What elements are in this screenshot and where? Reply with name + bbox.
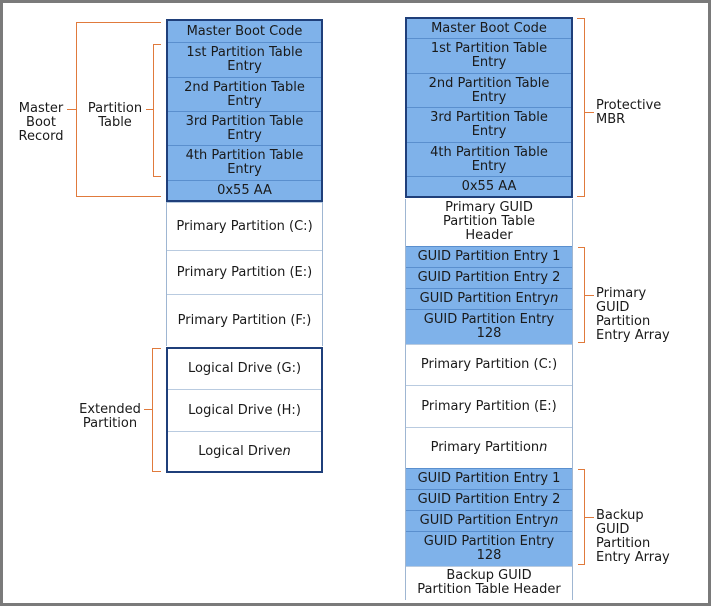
partition-table-bracket	[153, 44, 161, 177]
extended-partition-bracket	[152, 348, 161, 472]
primary-gpt-header: Primary GUID Partition Table Header	[406, 199, 572, 245]
backup-entry-array-tick	[585, 517, 594, 518]
partition-table-tick	[146, 109, 154, 110]
primary-guid-entry-2: GUID Partition Entry 2	[406, 267, 572, 288]
left-logical-n-italic: n	[282, 444, 291, 459]
left-logical-drive-h: Logical Drive (H:)	[167, 389, 322, 431]
backup-gpt-header: Backup GUID Partition Table Header	[406, 566, 572, 599]
left-master-boot-code: Master Boot Code	[167, 20, 322, 42]
primary-entry-array-bracket	[578, 247, 585, 343]
left-partition-entry-3: 3rd Partition Table Entry	[167, 111, 322, 145]
right-master-boot-code: Master Boot Code	[406, 18, 572, 38]
primary-guid-entry-128: GUID Partition Entry 128	[406, 309, 572, 344]
left-partition-entry-2: 2nd Partition Table Entry	[167, 77, 322, 111]
left-primary-partition-c: Primary Partition (C:)	[167, 202, 322, 250]
backup-guid-entry-n-text: GUID Partition Entry	[419, 513, 551, 528]
left-logical-drive-n: Logical Drive n	[167, 431, 322, 472]
backup-entry-array-bracket	[578, 469, 585, 565]
right-primary-partition-e: Primary Partition (E:)	[406, 385, 572, 427]
left-boot-signature: 0x55 AA	[167, 180, 322, 201]
left-logical-drive-g: Logical Drive (G:)	[167, 348, 322, 389]
extended-partition-tick	[144, 409, 153, 410]
right-primary-partition-c: Primary Partition (C:)	[406, 344, 572, 385]
left-partition-entry-4: 4th Partition Table Entry	[167, 145, 322, 180]
master-boot-record-tick	[67, 109, 77, 110]
right-primary-partition-n-text: Primary Partition	[430, 440, 540, 455]
right-partition-entry-3: 3rd Partition Table Entry	[406, 107, 572, 142]
left-primary-partition-e: Primary Partition (E:)	[167, 250, 322, 294]
left-partition-entry-1: 1st Partition Table Entry	[167, 42, 322, 77]
right-primary-partition-n: Primary Partition n	[406, 427, 572, 468]
backup-guid-entry-1: GUID Partition Entry 1	[406, 468, 572, 489]
protective-mbr-bracket	[577, 18, 585, 197]
primary-guid-entry-n-italic: n	[550, 291, 559, 306]
protective-mbr-tick	[585, 112, 594, 113]
left-primary-partition-f: Primary Partition (F:)	[167, 294, 322, 346]
primary-guid-entry-1: GUID Partition Entry 1	[406, 246, 572, 267]
right-primary-partition-n-italic: n	[539, 440, 548, 455]
backup-entry-array-label: Backup GUID Partition Entry Array	[596, 508, 670, 565]
partition-table-label: Partition Table	[87, 101, 143, 130]
left-logical-drive-n-text: Logical Drive	[198, 444, 283, 459]
right-partition-entry-4: 4th Partition Table Entry	[406, 142, 572, 176]
primary-entry-array-label: Primary GUID Partition Entry Array	[596, 286, 670, 343]
master-boot-record-label: Master Boot Record	[18, 101, 64, 144]
backup-guid-entry-128: GUID Partition Entry 128	[406, 531, 572, 566]
primary-entry-array-tick	[585, 295, 594, 296]
primary-guid-entry-n: GUID Partition Entry n	[406, 288, 572, 309]
right-partition-entry-2: 2nd Partition Table Entry	[406, 73, 572, 107]
extended-partition-label: Extended Partition	[79, 402, 141, 431]
backup-guid-entry-n: GUID Partition Entry n	[406, 510, 572, 531]
protective-mbr-label: Protective MBR	[596, 98, 662, 127]
right-partition-entry-1: 1st Partition Table Entry	[406, 38, 572, 73]
backup-guid-entry-n-italic: n	[550, 513, 559, 528]
primary-guid-entry-n-text: GUID Partition Entry	[419, 291, 551, 306]
right-boot-signature: 0x55 AA	[406, 176, 572, 197]
backup-guid-entry-2: GUID Partition Entry 2	[406, 489, 572, 510]
